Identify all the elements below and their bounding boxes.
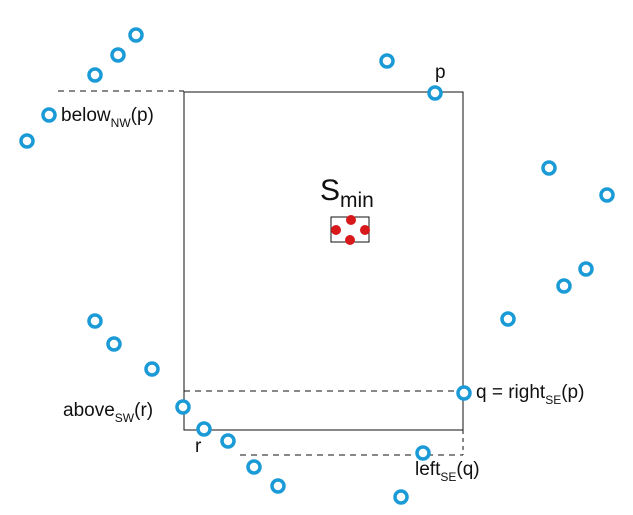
smin-point (345, 235, 355, 245)
label-left-sub: SE (440, 470, 456, 484)
label-above-arg: (r) (134, 400, 153, 421)
point (379, 53, 395, 69)
label-above-sub: SW (115, 411, 135, 425)
point (500, 311, 516, 327)
point (87, 313, 103, 329)
point (41, 107, 57, 123)
smin-point (346, 215, 356, 225)
label-smin-sub: min (340, 189, 374, 212)
point (599, 187, 615, 203)
point (541, 160, 557, 176)
label-left-se: leftSE(q) (415, 459, 480, 484)
point (175, 399, 191, 415)
point (19, 133, 35, 149)
point (128, 27, 144, 43)
point (578, 261, 594, 277)
point (393, 489, 409, 505)
point (556, 278, 572, 294)
point (246, 459, 262, 475)
label-below-main: below (61, 105, 111, 126)
label-below-arg: (p) (131, 105, 154, 126)
point-r (196, 421, 212, 437)
label-below-nw: belowNW(p) (61, 105, 154, 130)
label-smin: Smin (320, 174, 374, 212)
label-smin-main: S (320, 174, 340, 207)
label-above-main: above (63, 400, 115, 421)
smin-point (360, 225, 370, 235)
label-q-right-arg: (p) (561, 382, 584, 403)
point (106, 336, 122, 352)
point (87, 67, 103, 83)
point-q (456, 385, 472, 401)
point (110, 47, 126, 63)
label-q-right-main: q = right (476, 382, 546, 403)
label-q-right-se: q = rightSE(p) (476, 382, 584, 407)
main-rectangle (183, 91, 464, 431)
label-left-main: left (415, 459, 441, 480)
point (220, 433, 236, 449)
point (144, 361, 160, 377)
point-p (427, 85, 443, 101)
label-r: r (195, 436, 202, 457)
label-left-arg: (q) (456, 459, 479, 480)
label-below-sub: NW (111, 116, 132, 130)
label-above-sw: aboveSW(r) (63, 400, 153, 425)
point (415, 445, 431, 461)
smin-point (331, 225, 341, 235)
point (270, 478, 286, 494)
label-q-right-sub: SE (545, 393, 561, 407)
label-p: p (435, 62, 446, 83)
